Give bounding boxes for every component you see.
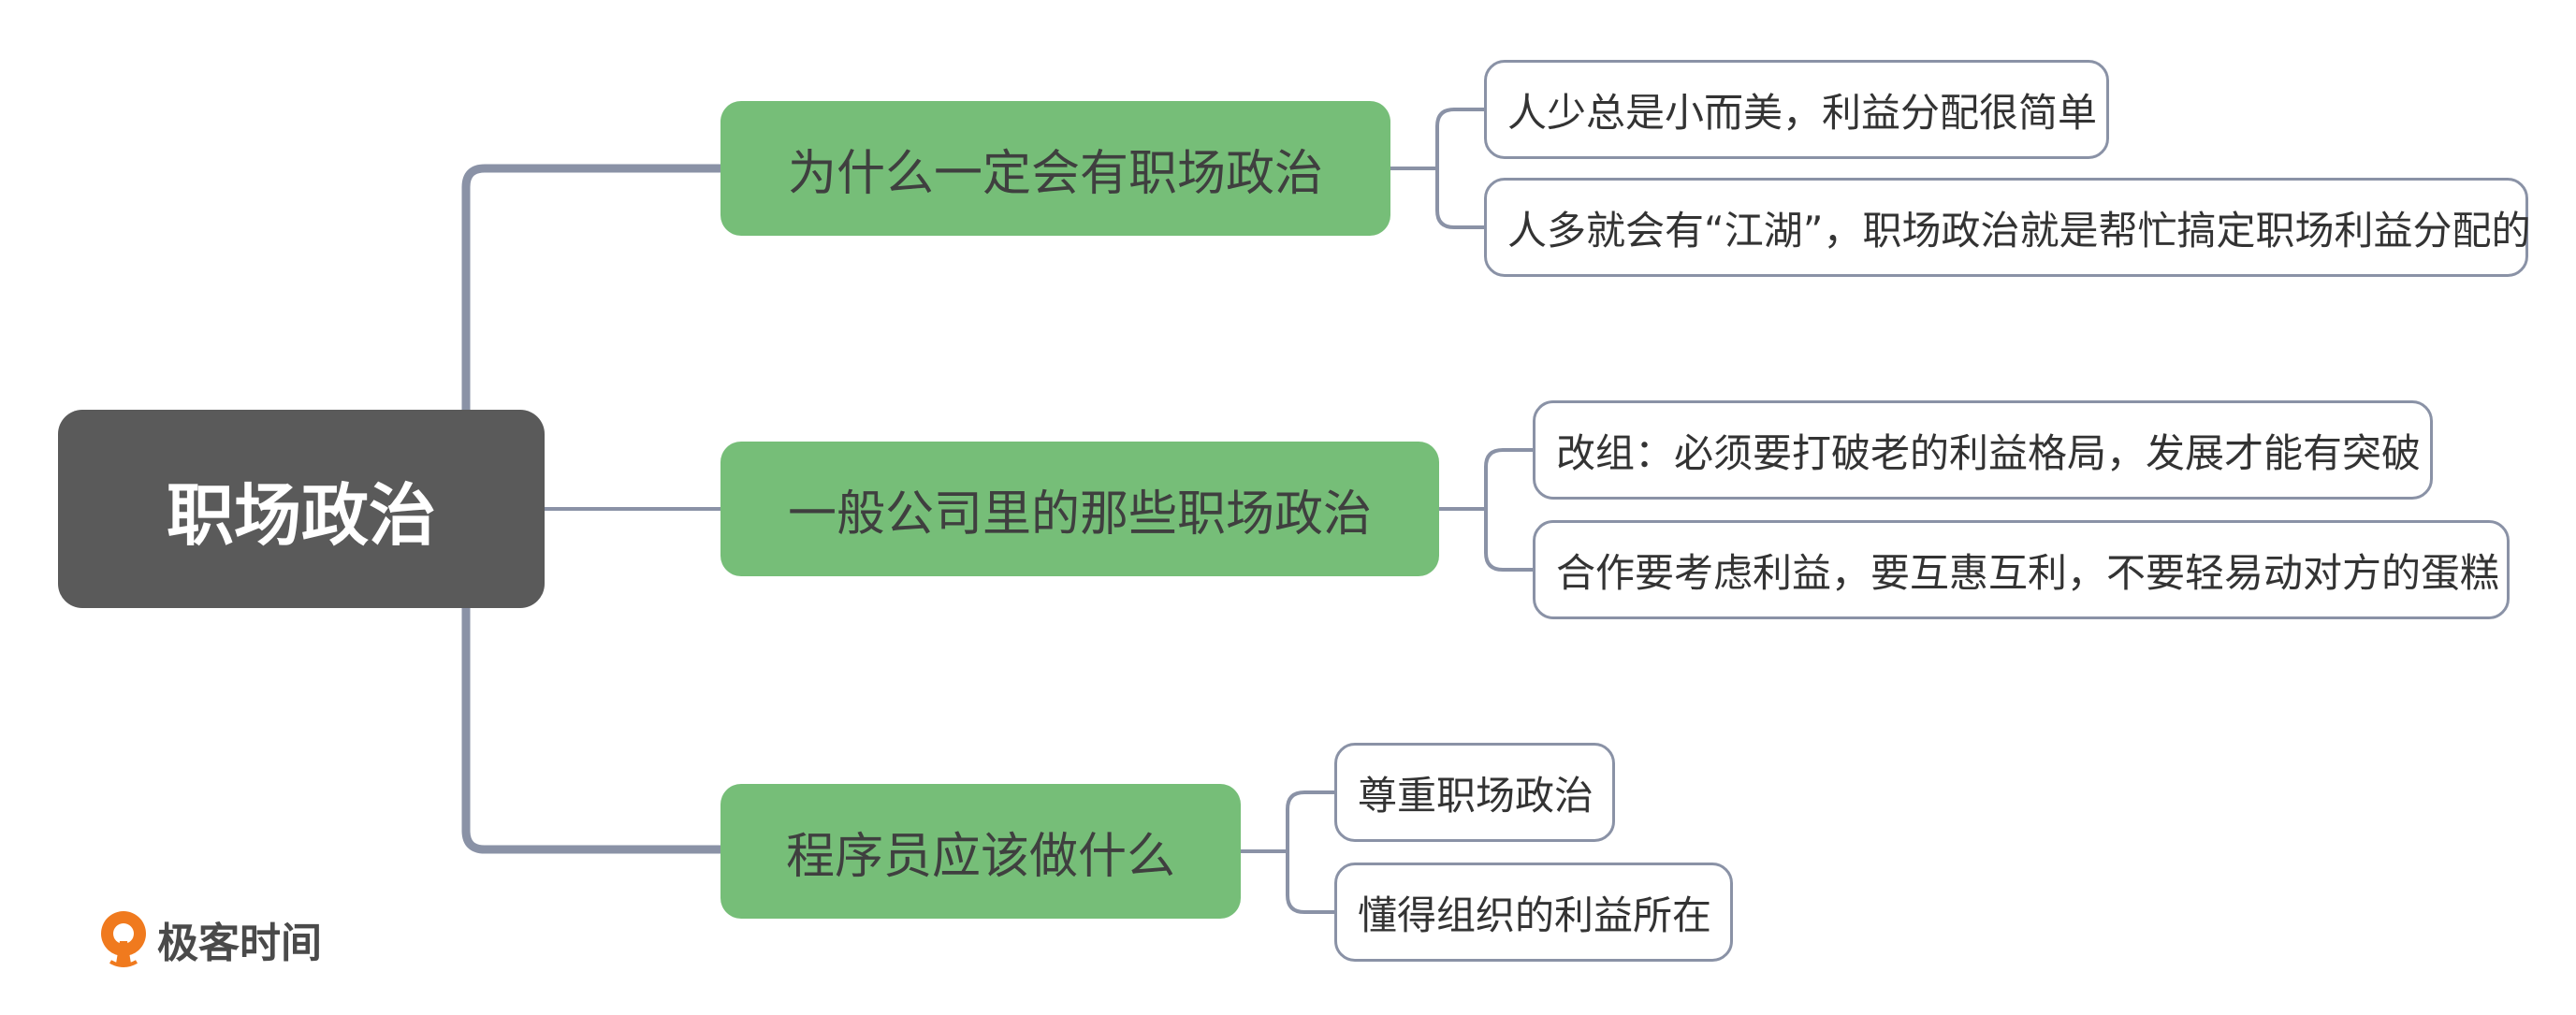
leaf-node: 改组：必须要打破老的利益格局，发展才能有突破 — [1533, 400, 2433, 500]
leaf-label: 人多就会有“江湖”，职场政治就是帮忙搞定职场利益分配的 — [1507, 207, 2531, 254]
branch-label: 一般公司里的那些职场政治 — [787, 486, 1372, 543]
leaf-node: 人多就会有“江湖”，职场政治就是帮忙搞定职场利益分配的 — [1484, 178, 2531, 277]
leaf-node: 尊重职场政治 — [1334, 743, 1615, 842]
leaf-node: 人少总是小而美，利益分配很简单 — [1484, 60, 2109, 159]
trunk-connector — [461, 164, 720, 854]
branch-node-why-politics: 为什么一定会有职场政治 — [720, 101, 1390, 236]
logo-text: 极客时间 — [157, 920, 322, 967]
connector-branch-3-leaves — [1241, 790, 1334, 914]
leaf-label: 人少总是小而美，利益分配很简单 — [1507, 89, 2098, 136]
branch-node-programmer-action: 程序员应该做什么 — [720, 784, 1241, 919]
branch-label: 为什么一定会有职场政治 — [787, 145, 1323, 202]
connector-branch-2-leaves — [1439, 448, 1533, 572]
leaf-node: 懂得组织的利益所在 — [1334, 863, 1733, 962]
leaf-label: 改组：必须要打破老的利益格局，发展才能有突破 — [1556, 429, 2422, 476]
root-label: 职场政治 — [166, 475, 436, 555]
leaf-label: 合作要考虑利益，要互惠互利，不要轻易动对方的蛋糕 — [1556, 549, 2500, 596]
leaf-label: 懂得组织的利益所在 — [1358, 892, 1712, 938]
connector-branch-1-leaves — [1390, 108, 1484, 229]
branch-node-company-politics: 一般公司里的那些职场政治 — [720, 442, 1439, 576]
geektime-logo-icon — [101, 911, 146, 967]
geektime-logo: 极客时间 — [97, 909, 322, 969]
leaf-node: 合作要考虑利益，要互惠互利，不要轻易动对方的蛋糕 — [1533, 520, 2510, 619]
leaf-label: 尊重职场政治 — [1358, 772, 1594, 819]
root-node: 职场政治 — [58, 410, 545, 608]
branch-label: 程序员应该做什么 — [785, 828, 1175, 885]
